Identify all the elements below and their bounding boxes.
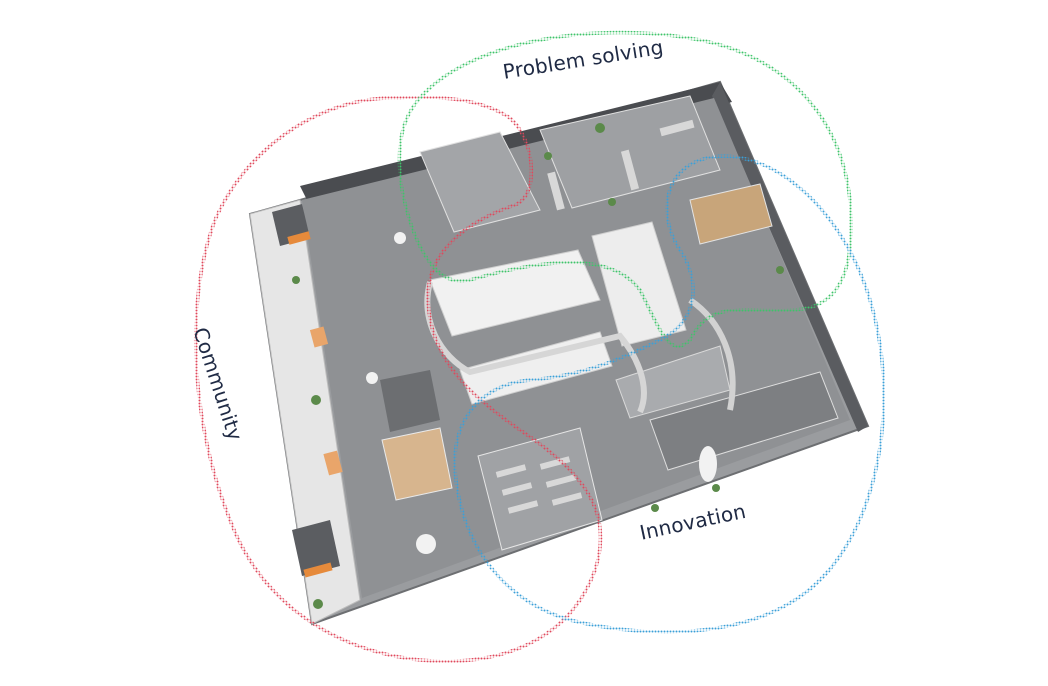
problem-solving-ring bbox=[397, 30, 853, 348]
terrace-strip bbox=[249, 199, 361, 625]
stair-feature bbox=[381, 427, 453, 501]
desk-rows bbox=[495, 119, 695, 514]
meeting-room-right bbox=[591, 221, 687, 347]
kitchen-bar bbox=[689, 183, 773, 245]
orange-wall-bottom bbox=[303, 562, 333, 578]
community-ring bbox=[193, 95, 603, 664]
building-floorplan bbox=[248, 80, 870, 626]
plants bbox=[292, 123, 784, 609]
round-table-2 bbox=[366, 372, 378, 384]
innovation-ring bbox=[453, 154, 886, 634]
terrace-table-2 bbox=[323, 450, 343, 476]
oval-table bbox=[699, 446, 717, 482]
pavilion-bottom bbox=[292, 520, 340, 576]
training-room bbox=[477, 427, 603, 551]
corridor-right bbox=[688, 297, 736, 411]
terrace-table-1 bbox=[309, 326, 329, 348]
round-table-1 bbox=[416, 534, 436, 554]
east-wall bbox=[712, 82, 868, 432]
lounge-bottom-right bbox=[649, 371, 839, 471]
meeting-room-central bbox=[429, 249, 601, 337]
round-table-3 bbox=[394, 232, 406, 244]
stair-case bbox=[380, 370, 440, 432]
orange-wall-top bbox=[287, 231, 311, 245]
